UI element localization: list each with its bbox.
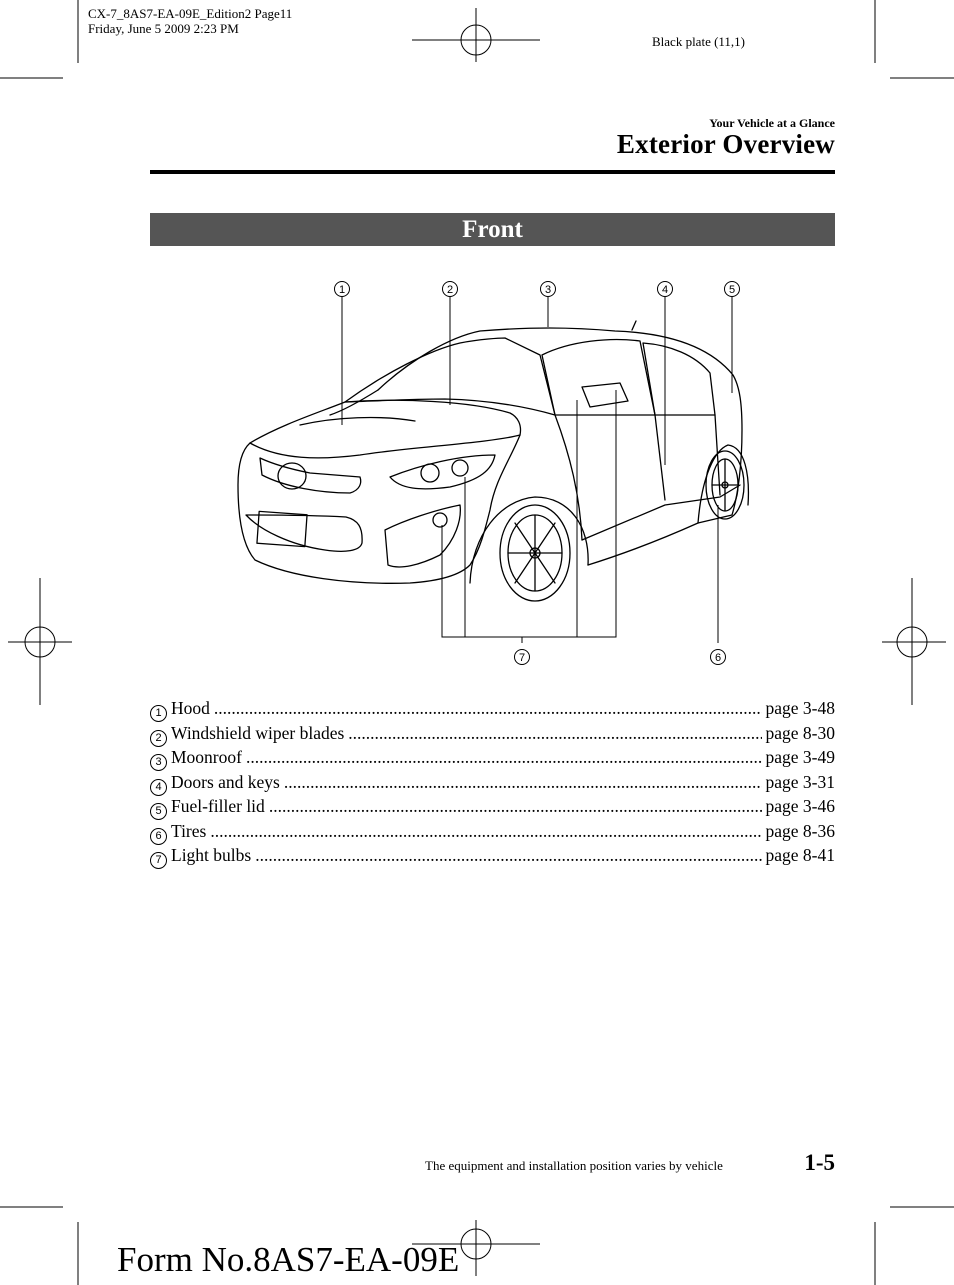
legend-label: Doors and keys bbox=[171, 772, 280, 793]
title-rule bbox=[150, 170, 835, 174]
legend-number: 7 bbox=[150, 852, 167, 869]
callout-2-label: 2 bbox=[447, 284, 453, 296]
legend-number: 6 bbox=[150, 828, 167, 845]
legend-label: Hood bbox=[171, 698, 210, 719]
callout-7: 7 bbox=[515, 650, 530, 665]
legend-page-ref: page 8-36 bbox=[766, 821, 836, 842]
leader-dots bbox=[210, 821, 761, 842]
legend-item: 2 Windshield wiper blades page 8-30 bbox=[150, 723, 835, 748]
leader-dots bbox=[269, 796, 762, 817]
callout-3: 3 bbox=[541, 282, 556, 297]
leader-dots bbox=[348, 723, 761, 744]
legend-page-ref: page 8-30 bbox=[766, 723, 836, 744]
form-number: Form No.8AS7-EA-09E bbox=[117, 1240, 459, 1280]
print-info-line2: Friday, June 5 2009 2:23 PM bbox=[88, 21, 292, 36]
legend-page-ref: page 3-48 bbox=[766, 698, 836, 719]
legend-item: 3 Moonroof page 3-49 bbox=[150, 747, 835, 772]
leader-dots bbox=[255, 845, 761, 866]
legend-item: 6 Tires page 8-36 bbox=[150, 821, 835, 846]
callout-1: 1 bbox=[335, 282, 350, 297]
page-title: Exterior Overview bbox=[617, 129, 835, 160]
legend-page-ref: page 3-49 bbox=[766, 747, 836, 768]
vehicle-illustration: 1 2 3 4 5 6 7 bbox=[150, 265, 835, 675]
print-info: CX-7_8AS7-EA-09E_Edition2 Page11 Friday,… bbox=[88, 6, 292, 36]
callout-2: 2 bbox=[443, 282, 458, 297]
leader-dots bbox=[214, 698, 762, 719]
legend-label: Tires bbox=[171, 821, 206, 842]
callout-5-label: 5 bbox=[729, 284, 735, 296]
legend-label: Moonroof bbox=[171, 747, 242, 768]
legend-number: 2 bbox=[150, 730, 167, 747]
legend-label: Light bulbs bbox=[171, 845, 251, 866]
callout-4: 4 bbox=[658, 282, 673, 297]
legend-page-ref: page 3-31 bbox=[766, 772, 836, 793]
legend-page-ref: page 8-41 bbox=[766, 845, 836, 866]
callout-7-label: 7 bbox=[519, 652, 525, 664]
callout-6: 6 bbox=[711, 650, 726, 665]
footer-note: The equipment and installation position … bbox=[425, 1158, 723, 1174]
legend-number: 3 bbox=[150, 754, 167, 771]
print-info-line1: CX-7_8AS7-EA-09E_Edition2 Page11 bbox=[88, 6, 292, 21]
legend-item: 5 Fuel-filler lid page 3-46 bbox=[150, 796, 835, 821]
legend-label: Fuel-filler lid bbox=[171, 796, 265, 817]
legend-number: 5 bbox=[150, 803, 167, 820]
legend-item: 4 Doors and keys page 3-31 bbox=[150, 772, 835, 797]
callout-3-label: 3 bbox=[545, 284, 551, 296]
callout-6-label: 6 bbox=[715, 652, 721, 664]
leader-dots bbox=[284, 772, 762, 793]
callout-4-label: 4 bbox=[662, 284, 668, 296]
legend-item: 7 Light bulbs page 8-41 bbox=[150, 845, 835, 870]
callout-5: 5 bbox=[725, 282, 740, 297]
legend-page-ref: page 3-46 bbox=[766, 796, 836, 817]
legend-number: 1 bbox=[150, 705, 167, 722]
callout-1-label: 1 bbox=[339, 284, 345, 296]
page-number: 1-5 bbox=[804, 1150, 835, 1176]
parts-legend: 1 Hood page 3-48 2 Windshield wiper blad… bbox=[150, 698, 835, 870]
leader-dots bbox=[246, 747, 762, 768]
legend-label: Windshield wiper blades bbox=[171, 723, 344, 744]
plate-label: Black plate (11,1) bbox=[652, 34, 745, 50]
legend-item: 1 Hood page 3-48 bbox=[150, 698, 835, 723]
section-banner: Front bbox=[150, 213, 835, 246]
legend-number: 4 bbox=[150, 779, 167, 796]
